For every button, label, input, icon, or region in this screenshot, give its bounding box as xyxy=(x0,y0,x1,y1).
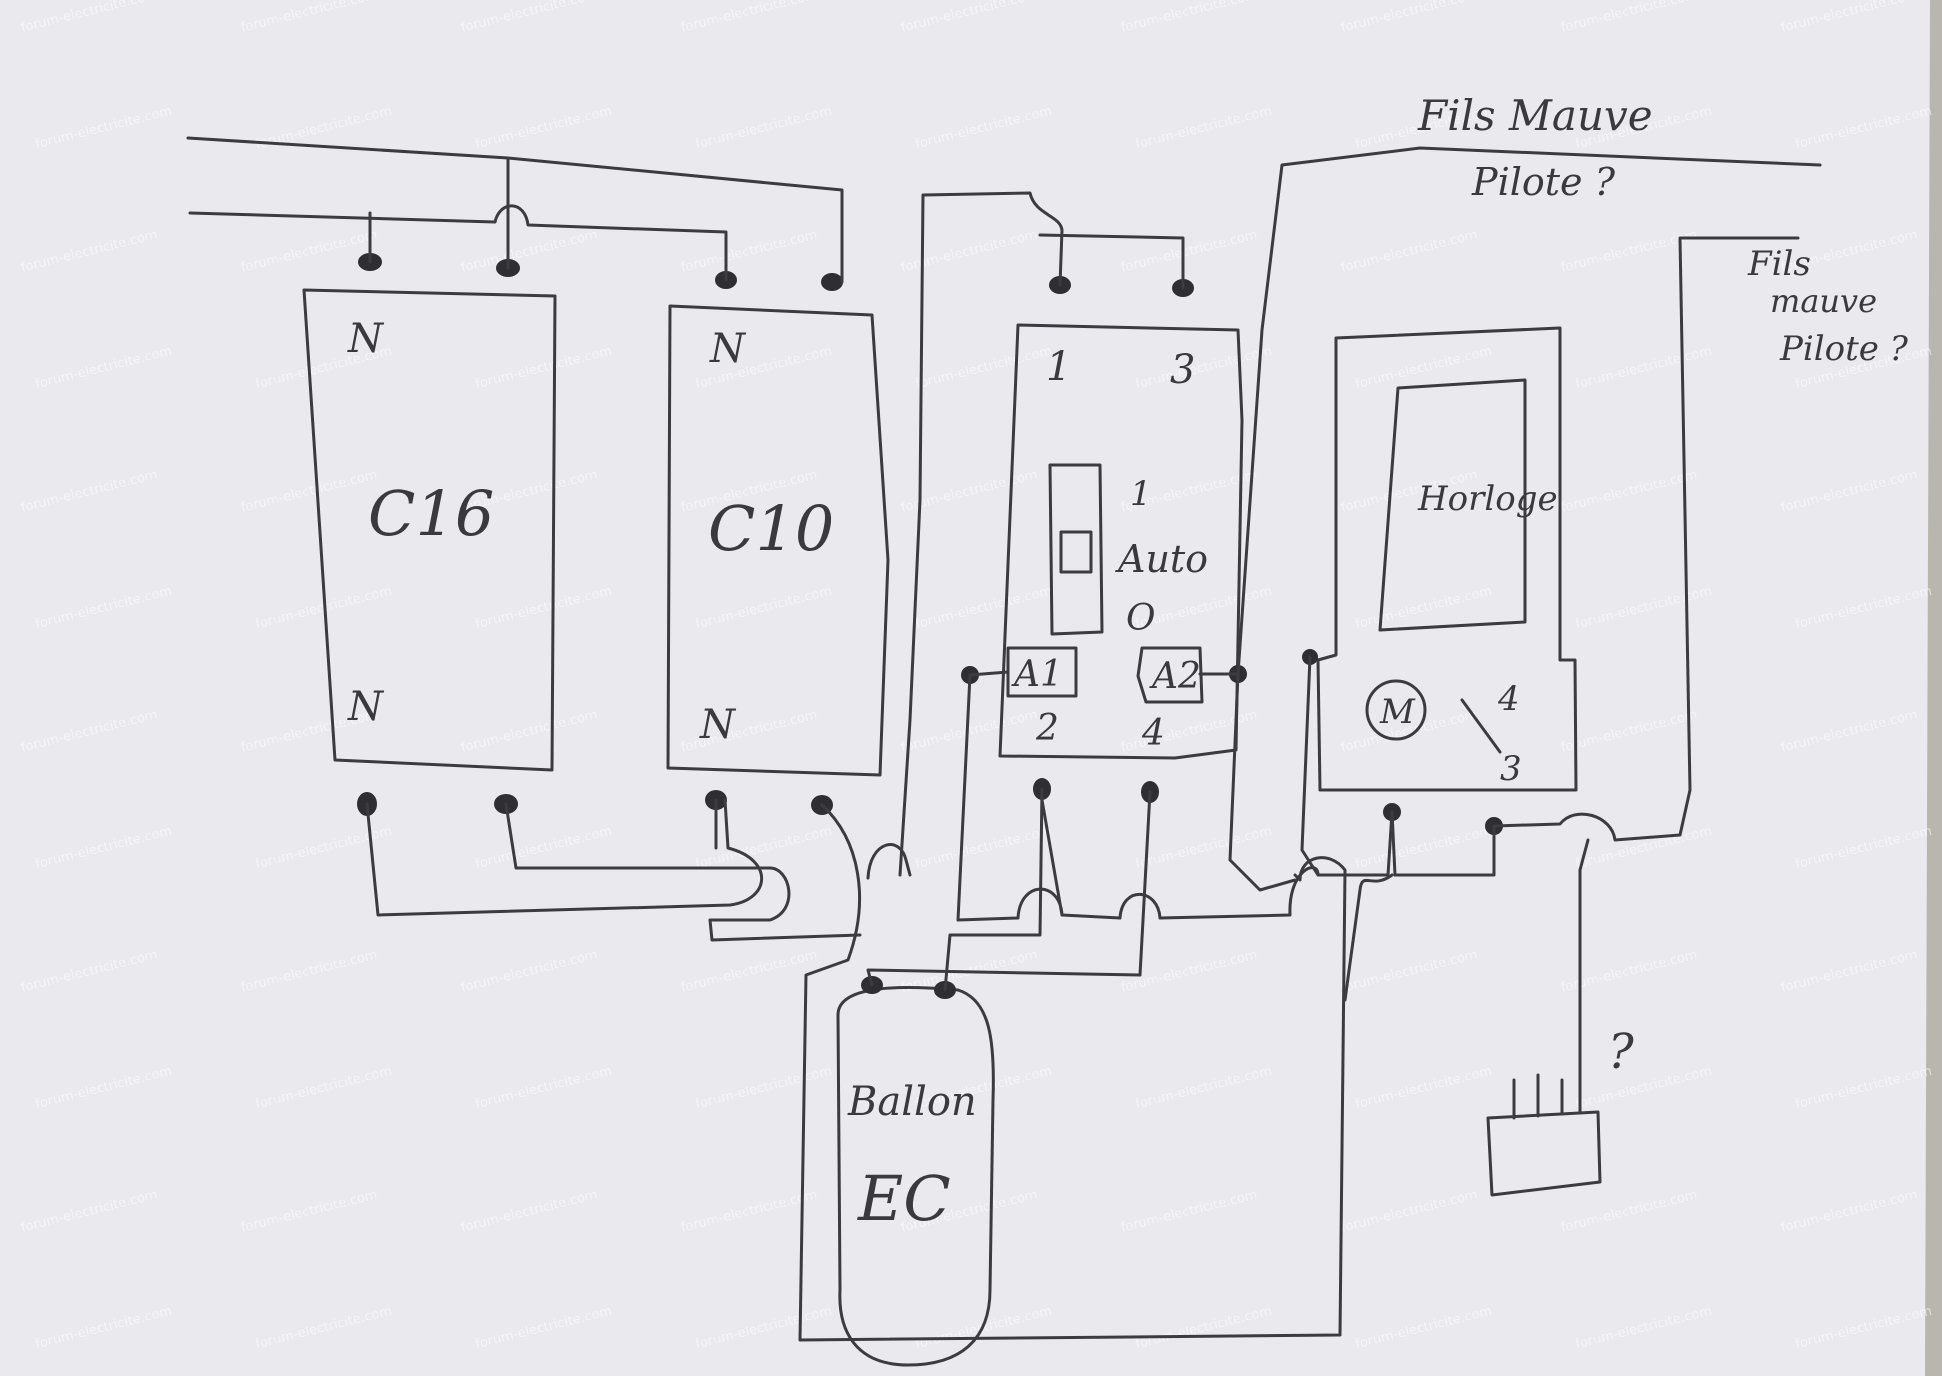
wire-timer-to-unknown xyxy=(1578,838,1590,1090)
contactor-mode-on: 1 xyxy=(1130,474,1152,514)
unknown-component-prongs xyxy=(1512,1073,1582,1120)
wire-a2-down xyxy=(1228,672,1297,892)
water-heater-label-ec: EC xyxy=(857,1162,951,1235)
wire-timer-contact-3 xyxy=(1492,236,1800,842)
contactor-mode-auto: Auto xyxy=(1115,537,1208,581)
timer-motor-label: M xyxy=(1379,692,1416,732)
contactor: 1 3 1 Auto O A1 A2 2 4 xyxy=(961,276,1247,803)
contactor-terminal-3-label: 3 xyxy=(1170,347,1195,393)
wire-contactor-2-tank xyxy=(943,787,1044,992)
water-heater: Ballon EC xyxy=(836,976,995,1367)
water-heater-body xyxy=(836,986,995,1367)
note-right-wire-line3: Pilote ? xyxy=(1779,329,1909,369)
breaker-c10-label: C10 xyxy=(708,492,834,565)
timer-contact-4-label: 4 xyxy=(1497,679,1520,719)
breaker-c10-terminal-top-right xyxy=(821,273,843,291)
wire-a2-pilot xyxy=(1198,146,1822,676)
paper-shadow xyxy=(1925,0,1942,1376)
contactor-mode-off: O xyxy=(1126,598,1156,639)
contactor-mode-switch xyxy=(1048,463,1104,636)
contactor-terminal-1-label: 1 xyxy=(1046,344,1071,390)
timer-switch-blade xyxy=(1460,698,1502,754)
timer-label: Horloge xyxy=(1417,479,1558,519)
breaker-c16-top-n: N xyxy=(347,316,385,362)
wire-c16-out-left xyxy=(365,798,764,917)
wire-contactor-out xyxy=(1060,866,1320,920)
contactor-coil-a2-box xyxy=(1136,646,1204,704)
unknown-component-question: ? xyxy=(1608,1024,1634,1080)
wire-timer-left xyxy=(1300,655,1394,877)
wire-supply-top xyxy=(186,136,844,284)
wires xyxy=(186,136,1822,1342)
contactor-terminal-4-label: 4 xyxy=(1141,713,1165,754)
breaker-c16-bottom-n: N xyxy=(347,684,385,730)
timer-body xyxy=(1316,326,1578,792)
timer-display xyxy=(1378,378,1527,632)
breaker-c10-bottom-n: N xyxy=(699,702,737,748)
breaker-c16-body xyxy=(302,288,557,772)
note-top-wire-line2: Pilote ? xyxy=(1471,160,1616,204)
contactor-terminal-2-label: 2 xyxy=(1035,708,1059,749)
breaker-c10-top-n: N xyxy=(709,326,747,372)
wire-timer-to-tank xyxy=(1343,873,1394,1002)
wire-timer-motor xyxy=(1390,810,1496,877)
timer-contact-3-label: 3 xyxy=(1500,749,1522,789)
breaker-c16-label: C16 xyxy=(368,477,494,550)
wire-supply-neutral xyxy=(188,204,728,282)
notes: Fils Mauve Pilote ? Fils mauve Pilote ? xyxy=(1417,91,1909,369)
contactor-mode-switch-knob xyxy=(1059,530,1093,574)
timer: Horloge M 4 3 xyxy=(1302,326,1578,835)
note-right-wire-line2: mauve xyxy=(1770,282,1877,320)
wire-contactor-4 xyxy=(866,790,1152,987)
wire-to-contactor-1 xyxy=(898,191,1064,877)
water-heater-label: Ballon xyxy=(847,1079,977,1125)
contactor-coil-a1: A1 xyxy=(1011,654,1063,695)
wire-to-contactor-3 xyxy=(866,233,1185,880)
note-right-wire-line1: Fils xyxy=(1747,244,1811,284)
wire-c16-out-right xyxy=(504,802,862,942)
contactor-coil-a2: A2 xyxy=(1149,656,1201,697)
note-top-wire-line1: Fils Mauve xyxy=(1417,91,1653,140)
breaker-c10-body xyxy=(666,304,890,777)
timer-motor-circle xyxy=(1365,679,1427,741)
unknown-component: ? xyxy=(1486,1024,1634,1197)
